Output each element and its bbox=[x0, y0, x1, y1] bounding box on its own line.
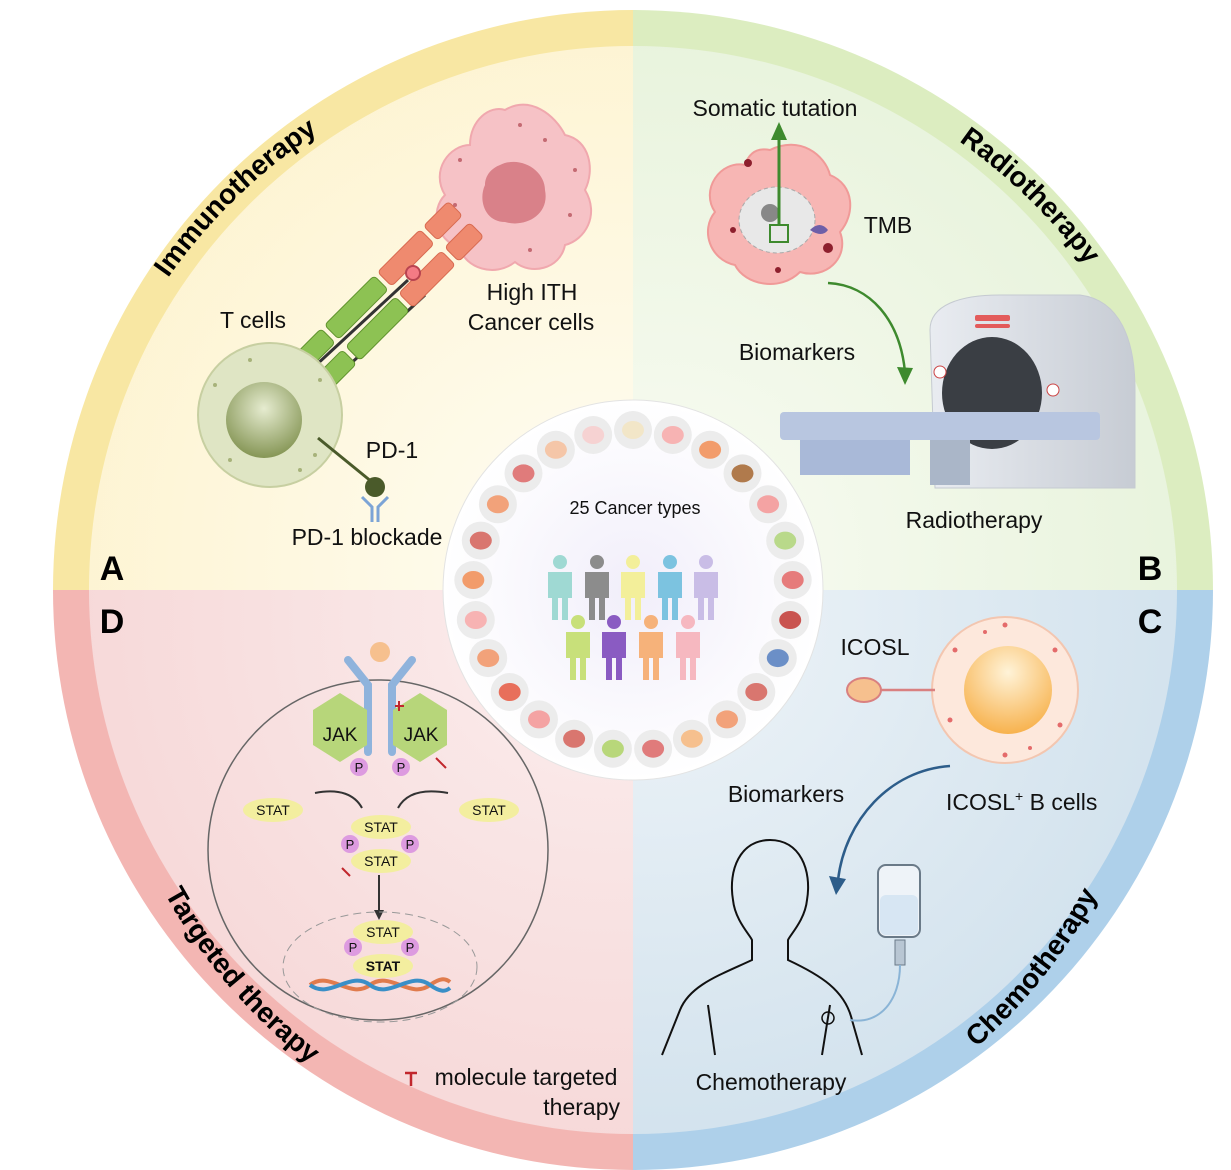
stat-label-4: STAT bbox=[364, 853, 398, 869]
icosl-b-cells-rest: B cells bbox=[1023, 789, 1097, 815]
organ-icon bbox=[781, 571, 804, 589]
cell-membrane-outline bbox=[207, 679, 549, 1021]
stat-label-1: STAT bbox=[256, 802, 290, 818]
people-icons bbox=[548, 555, 718, 680]
stat-label-5: STAT bbox=[366, 924, 400, 940]
tmb-label: TMB bbox=[864, 212, 913, 238]
pd1-label: PD-1 bbox=[366, 437, 418, 463]
organ-icon bbox=[745, 683, 768, 701]
stat-ellipses bbox=[243, 798, 519, 978]
organ-icon bbox=[582, 426, 605, 444]
icosl-ligand-icon bbox=[846, 677, 882, 703]
organ-icon bbox=[528, 710, 550, 729]
patient-silhouette-icon bbox=[661, 839, 863, 1056]
p-label-5: P bbox=[349, 940, 358, 955]
p-label-4: P bbox=[406, 837, 415, 852]
cancer-types-title: 25 Cancer types bbox=[569, 498, 700, 518]
organ-icon bbox=[512, 464, 535, 483]
person-icon bbox=[548, 555, 572, 620]
icosl-b-cells-sup: + bbox=[1015, 788, 1023, 804]
panel-label-c: C bbox=[1138, 603, 1163, 641]
jak-left-label: JAK bbox=[323, 725, 358, 746]
stat-label-3: STAT bbox=[364, 819, 398, 835]
biomarker-arrow-blue-head bbox=[829, 876, 846, 895]
organ-icon bbox=[757, 495, 780, 514]
stat-label-6: STAT bbox=[366, 958, 401, 974]
inhibitor-legend-icon bbox=[405, 1071, 417, 1086]
high-ith-label: High ITH bbox=[487, 279, 578, 305]
organ-icon bbox=[498, 683, 521, 701]
stat-inhibitor-icon bbox=[341, 867, 351, 877]
p-label-2: P bbox=[397, 760, 406, 775]
organ-icon bbox=[731, 464, 754, 483]
iv-bag-icon bbox=[821, 864, 921, 1025]
t-cells-label: T cells bbox=[220, 307, 286, 333]
pd1-blockade-icon bbox=[317, 436, 390, 522]
organ-icon bbox=[642, 739, 665, 758]
organ-icon bbox=[716, 710, 738, 729]
person-icon bbox=[694, 555, 718, 620]
organ-icon bbox=[462, 571, 485, 589]
icosl-b-cells-label: ICOSL+ B cells bbox=[946, 788, 1097, 815]
biomarkers-label-b: Biomarkers bbox=[739, 339, 855, 365]
organ-icon-ring bbox=[454, 411, 812, 768]
organ-icon bbox=[622, 421, 644, 439]
person-icon bbox=[676, 615, 700, 680]
biomarker-arrow-green-head bbox=[897, 367, 913, 385]
person-icon bbox=[658, 555, 682, 620]
jak-receptor-icon bbox=[313, 642, 447, 769]
person-icon bbox=[639, 615, 663, 680]
biomarker-arrow-blue bbox=[836, 764, 951, 881]
legend-line-1: molecule targeted bbox=[435, 1064, 618, 1090]
jak-right-label: JAK bbox=[404, 725, 439, 746]
person-icon bbox=[566, 615, 590, 680]
p-label-3: P bbox=[346, 837, 355, 852]
cancer-cells-label: Cancer cells bbox=[468, 309, 595, 335]
legend-line-2: therapy bbox=[543, 1094, 620, 1120]
pd1-blockade-label: PD-1 blockade bbox=[292, 524, 443, 550]
organ-icon bbox=[779, 611, 802, 629]
icosl-b-cell-illustration bbox=[931, 616, 1079, 764]
person-icon bbox=[621, 555, 645, 620]
somatic-arrow-head bbox=[771, 122, 787, 140]
somatic-mutation-label: Somatic tutation bbox=[693, 95, 858, 121]
organ-icon bbox=[699, 440, 722, 459]
biomarker-arrow-green bbox=[827, 281, 907, 373]
radiotherapy-label: Radiotherapy bbox=[906, 507, 1043, 533]
organ-icon bbox=[766, 649, 789, 668]
person-icon bbox=[602, 615, 626, 680]
organ-icon bbox=[774, 531, 797, 550]
p-label-6: P bbox=[406, 940, 415, 955]
phospho-icons bbox=[341, 758, 419, 956]
stat-arrows bbox=[314, 790, 449, 912]
organ-icon bbox=[477, 649, 500, 668]
organ-icon bbox=[544, 440, 567, 459]
p-label-1: P bbox=[355, 760, 364, 775]
organ-icon bbox=[563, 729, 586, 748]
organ-icon bbox=[601, 739, 624, 758]
organ-icon bbox=[464, 611, 487, 629]
stat-label-2: STAT bbox=[472, 802, 506, 818]
t-cell-illustration bbox=[197, 342, 343, 488]
organ-icon bbox=[680, 729, 703, 748]
organ-icon bbox=[661, 426, 684, 444]
panel-label-d: D bbox=[100, 603, 125, 641]
chemotherapy-label: Chemotherapy bbox=[696, 1069, 847, 1095]
nucleus-dna-icon bbox=[282, 911, 478, 1023]
icosl-b-cells-main: ICOSL bbox=[946, 789, 1015, 815]
panel-label-b: B bbox=[1138, 550, 1163, 588]
radiotherapy-machine-icon bbox=[780, 294, 1136, 489]
icosl-label: ICOSL bbox=[840, 634, 909, 660]
panel-label-a: A bbox=[100, 550, 125, 588]
organ-icon bbox=[486, 495, 509, 514]
person-icon bbox=[585, 555, 609, 620]
organ-icon bbox=[469, 531, 492, 550]
biomarkers-label-c: Biomarkers bbox=[728, 781, 844, 807]
